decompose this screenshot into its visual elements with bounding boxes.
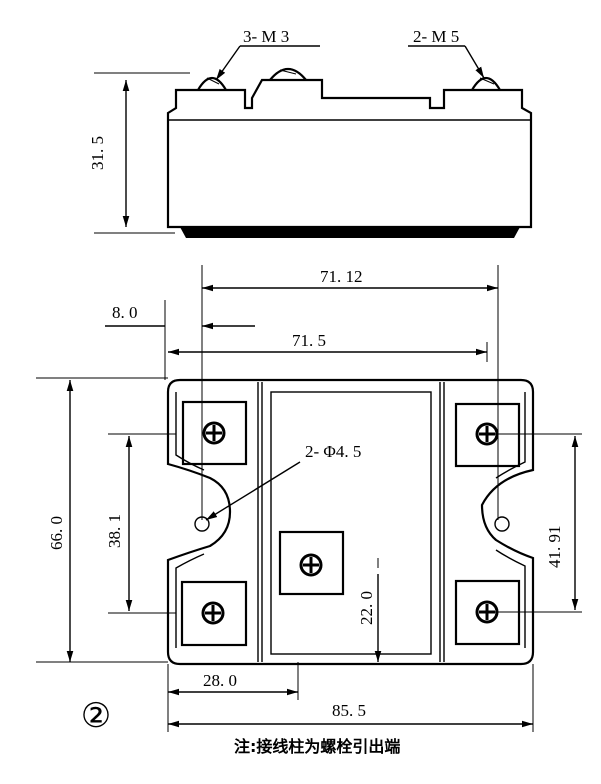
label-pitch-38-1: 38. 1 — [105, 514, 124, 548]
figure-number: ② — [81, 698, 111, 735]
screw-head-left — [197, 76, 227, 91]
label-width-28-0: 28. 0 — [203, 671, 237, 690]
label-width-71-12: 71. 12 — [320, 267, 363, 286]
label-pitch-41-91: 41. 91 — [545, 526, 564, 569]
top-view: 2- Φ4. 5 71. 12 8. 0 71. 5 66. 0 38. 1 4… — [36, 265, 582, 732]
screw-icon — [201, 601, 225, 625]
leader-2-m5 — [464, 45, 485, 79]
leader-hole — [205, 461, 301, 521]
terminal-top-right — [454, 402, 521, 468]
terminal-center — [278, 530, 345, 596]
label-3-m3: 3- M 3 — [243, 27, 289, 46]
terminal-bottom-left — [180, 580, 248, 647]
label-height-66-0: 66. 0 — [47, 516, 66, 550]
side-view: 3- M 3 2- M 5 31. 5 — [88, 27, 533, 238]
mounting-hole-right — [494, 516, 510, 532]
terminal-note: 注:接线柱为螺栓引出端 — [234, 737, 400, 756]
screw-icon — [202, 421, 226, 445]
label-2-m5: 2- M 5 — [413, 27, 459, 46]
screw-icon — [299, 553, 323, 577]
center-panel — [270, 391, 432, 655]
side-base-plate — [180, 227, 520, 238]
label-offset-8-0: 8. 0 — [112, 303, 138, 322]
side-body — [166, 78, 533, 229]
label-width-71-5: 71. 5 — [292, 331, 326, 350]
screw-head-middle — [269, 67, 307, 81]
screw-head-right — [471, 76, 501, 91]
label-height-22-0: 22. 0 — [357, 591, 376, 625]
module-outline — [166, 378, 535, 666]
leader-3-m3 — [215, 45, 241, 81]
terminal-top-left — [181, 400, 248, 466]
label-hole-diameter: 2- Φ4. 5 — [305, 442, 361, 461]
label-width-85-5: 85. 5 — [332, 701, 366, 720]
label-height-31-5: 31. 5 — [88, 136, 107, 170]
